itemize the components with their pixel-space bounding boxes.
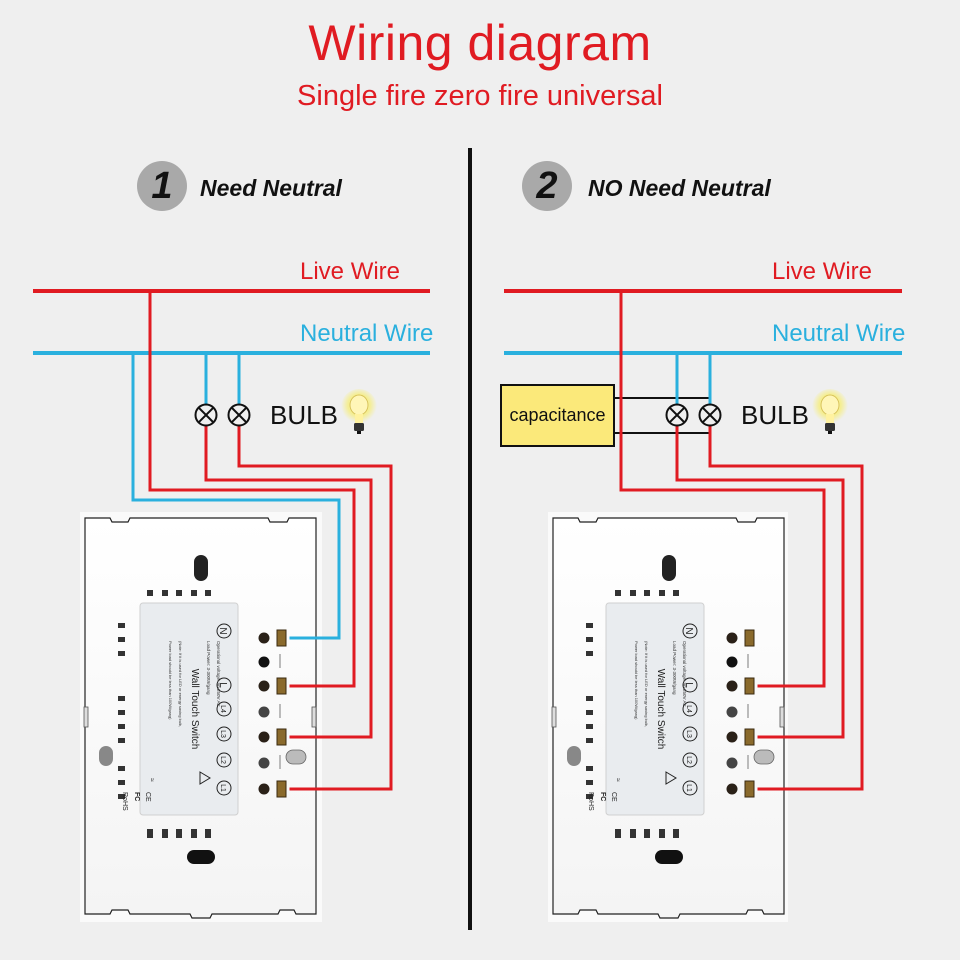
terminal-block-1 bbox=[258, 629, 307, 798]
mount-slot-bottom-1 bbox=[187, 850, 215, 864]
svg-text:RoHS: RoHS bbox=[587, 792, 594, 811]
side-hole-1 bbox=[99, 746, 113, 766]
svg-text:L2: L2 bbox=[685, 756, 692, 764]
switch-title-1: Wall Touch Switch bbox=[189, 669, 200, 750]
certification-marks-1: ≈ CE FC RoHS bbox=[121, 771, 211, 811]
bulb-label-2: BULB bbox=[741, 400, 809, 430]
lamp-symbol-2a bbox=[665, 403, 689, 427]
bulb-a-load-wire-2 bbox=[675, 423, 845, 739]
step-badge-1: 1 bbox=[137, 161, 187, 211]
terminal-labels-1: N L L4 L3 L2 L1 bbox=[216, 623, 232, 796]
svg-text:RoHS: RoHS bbox=[121, 792, 128, 811]
switch-label-text-2: Wall Touch Switch Operational voltage: 9… bbox=[634, 641, 687, 749]
lamp-symbol-1a bbox=[194, 403, 218, 427]
svg-text:L: L bbox=[683, 682, 694, 688]
step-label-2: NO Need Neutral bbox=[588, 175, 771, 201]
step-badge-2: 2 bbox=[522, 161, 572, 211]
svg-text:N: N bbox=[217, 627, 228, 634]
lamp-symbol-2b bbox=[698, 403, 722, 427]
terminal-labels-2: N L L4 L3 L2 L1 bbox=[682, 623, 698, 796]
svg-text:Operational voltage: 90-250V A: Operational voltage: 90-250V AC bbox=[216, 641, 221, 708]
svg-text:(Note: If it is used for LED o: (Note: If it is used for LED or energy s… bbox=[644, 641, 649, 727]
bulb-b-load-wire-2 bbox=[708, 423, 864, 791]
light-bulb-icon-2 bbox=[812, 389, 848, 434]
neutral-wire-label-1: Neutral Wire bbox=[300, 320, 434, 347]
bulb-label-1: BULB bbox=[270, 400, 338, 430]
svg-text:CE: CE bbox=[144, 792, 151, 802]
mount-slot-bottom-2 bbox=[655, 850, 683, 864]
svg-text:Operational voltage: 90-250V A: Operational voltage: 90-250V AC bbox=[682, 641, 687, 708]
svg-text:L4: L4 bbox=[219, 705, 226, 713]
panel-1-wires bbox=[33, 289, 430, 791]
mount-slot-top-2 bbox=[662, 555, 676, 581]
svg-text:L2: L2 bbox=[219, 756, 226, 764]
certification-marks-2: ≈ CE FC RoHS bbox=[587, 771, 677, 811]
lamp-symbol-1b bbox=[227, 403, 251, 427]
svg-text:L3: L3 bbox=[685, 730, 692, 738]
svg-text:L1: L1 bbox=[685, 784, 692, 792]
switch-title-2: Wall Touch Switch bbox=[655, 669, 666, 750]
bulb-a-load-wire-1 bbox=[204, 423, 373, 739]
svg-text:L3: L3 bbox=[219, 730, 226, 738]
side-hole-2 bbox=[567, 746, 581, 766]
svg-text:L4: L4 bbox=[685, 705, 692, 713]
light-bulb-icon-1 bbox=[341, 389, 377, 434]
switch-label-text-1: Wall Touch Switch Operational voltage: 9… bbox=[168, 641, 221, 749]
bulb-b-load-wire-1 bbox=[237, 423, 393, 791]
svg-text:Power load should be less than: Power load should be less than 100W/gang… bbox=[168, 641, 173, 720]
live-to-switch-wire-1 bbox=[148, 289, 356, 688]
live-wire-label-2: Live Wire bbox=[772, 258, 873, 285]
page-title: Wiring diagram bbox=[308, 15, 652, 71]
neutral-to-switch-wire-1 bbox=[131, 351, 341, 640]
svg-text:L: L bbox=[217, 682, 228, 688]
wifi-icon: ≈ bbox=[614, 778, 621, 782]
warning-icon bbox=[665, 771, 677, 785]
mount-slot-top-1 bbox=[194, 555, 208, 581]
capacitance-box: capacitance bbox=[500, 384, 615, 447]
switch-label-1 bbox=[139, 602, 239, 816]
wifi-icon: ≈ bbox=[148, 778, 155, 782]
live-wire-label-1: Live Wire bbox=[300, 258, 401, 285]
svg-text:CE: CE bbox=[610, 792, 617, 802]
svg-text:Load Power: 3-300W/gang: Load Power: 3-300W/gang bbox=[672, 641, 677, 695]
svg-text:Load Power: 3-300W/gang: Load Power: 3-300W/gang bbox=[206, 641, 211, 695]
panel-2-wires bbox=[504, 289, 902, 791]
terminal-block-2 bbox=[726, 629, 775, 798]
svg-text:(Note: If it is used for LED o: (Note: If it is used for LED or energy s… bbox=[178, 641, 183, 727]
step-label-1: Need Neutral bbox=[200, 175, 342, 201]
svg-text:N: N bbox=[683, 627, 694, 634]
switch-label-2 bbox=[605, 602, 705, 816]
svg-text:L1: L1 bbox=[219, 784, 226, 792]
neutral-wire-label-2: Neutral Wire bbox=[772, 320, 906, 347]
page-subtitle: Single fire zero fire universal bbox=[297, 80, 663, 112]
svg-text:FC: FC bbox=[599, 792, 606, 801]
svg-text:Power load should be less than: Power load should be less than 100W/gang… bbox=[634, 641, 639, 720]
panel-1-switch: Wall Touch Switch Operational voltage: 9… bbox=[80, 512, 322, 922]
panel-divider bbox=[468, 148, 472, 930]
svg-text:FC: FC bbox=[133, 792, 140, 801]
warning-icon bbox=[199, 771, 211, 785]
live-to-switch-wire-2 bbox=[619, 289, 826, 688]
panel-2-switch: Wall Touch Switch Operational voltage: 9… bbox=[548, 512, 788, 922]
